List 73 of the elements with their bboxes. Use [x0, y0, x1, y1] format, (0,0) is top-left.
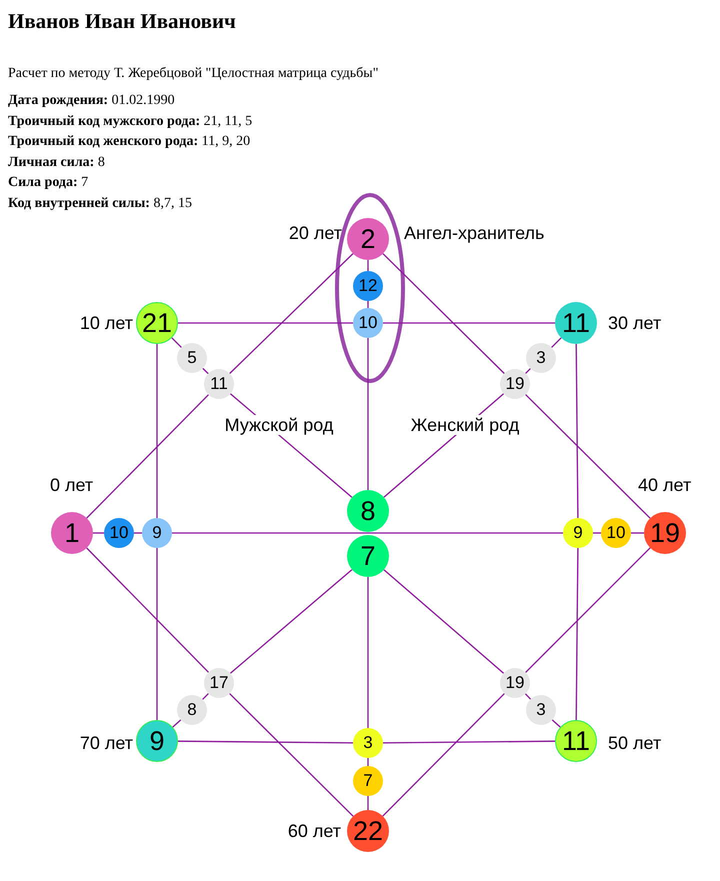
number-circle: 22: [347, 810, 389, 852]
connector-line: [229, 693, 354, 817]
age-label: 10 лет: [80, 313, 133, 333]
connector-line: [178, 740, 353, 744]
age-label: 20 лет: [288, 223, 342, 243]
number-circle: 7: [347, 535, 389, 577]
info-line: Троичный код мужского рода: 21, 11, 5: [8, 114, 252, 130]
connector-line: [383, 740, 555, 744]
connector-line: [172, 532, 563, 534]
lineage-label: Женский род: [408, 415, 522, 435]
number-circle: 9: [136, 720, 178, 762]
age-label: 60 лет: [288, 821, 341, 841]
connector-line: [172, 719, 182, 728]
connector-line: [631, 532, 644, 534]
number-circle: 3: [526, 695, 556, 725]
number-circle: 19: [644, 512, 686, 554]
age-label: 70 лет: [80, 733, 133, 753]
connector-line: [86, 394, 209, 519]
number-circle: 2: [347, 218, 389, 260]
number-circle: 8: [177, 695, 207, 725]
connector-line: [552, 719, 561, 728]
connector-line: [367, 260, 369, 271]
connector-line: [551, 337, 562, 348]
connector-line: [382, 693, 505, 817]
info-line: Личная сила: 8: [8, 155, 105, 171]
number-circle: 10: [353, 308, 383, 338]
connector-line: [576, 344, 579, 518]
subtitle-text: Расчет по методу Т. Жеребцовой "Целостная матрица судьбы": [8, 66, 378, 82]
connector-line: [230, 569, 352, 674]
connector-line: [367, 338, 369, 490]
number-circle: 19: [500, 369, 530, 399]
number-circle: 1: [51, 512, 93, 554]
connector-line: [367, 577, 369, 728]
connector-line: [156, 344, 158, 518]
connector-line: [525, 394, 651, 519]
age-label: 0 лет: [50, 475, 94, 495]
number-circle: 9: [142, 518, 172, 548]
number-circle: 11: [204, 369, 234, 399]
connector-line: [86, 548, 209, 673]
number-circle: 11: [555, 302, 597, 344]
connector-line: [383, 322, 555, 324]
position-label: Ангел-хранитель: [404, 223, 544, 243]
number-circle: 3: [526, 343, 556, 373]
age-label: 40 лет: [638, 475, 692, 495]
number-circle: 7: [353, 766, 383, 796]
number-circle: 9: [563, 518, 593, 548]
connector-line: [178, 322, 353, 324]
connector-line: [367, 796, 369, 810]
connector-line: [382, 253, 505, 374]
number-circle: 12: [353, 271, 383, 301]
number-circle: 10: [601, 518, 631, 548]
connector-line: [93, 532, 104, 534]
age-label: 30 лет: [608, 313, 662, 333]
number-circle: 8: [347, 490, 389, 532]
number-circle: 10: [104, 518, 134, 548]
connector-line: [156, 548, 158, 720]
number-circle: 19: [500, 668, 530, 698]
age-label: 50 лет: [608, 733, 662, 753]
page-title: Иванов Иван Иванович: [8, 8, 236, 34]
number-circle: 11: [555, 720, 597, 762]
connector-line: [171, 337, 182, 348]
number-circle: 5: [177, 343, 207, 373]
connector-line: [576, 548, 579, 720]
info-line: Троичный код женского рода: 11, 9, 20: [8, 134, 250, 150]
connector-line: [525, 547, 651, 673]
number-circle: 21: [136, 302, 178, 344]
info-line: Дата рождения: 01.02.1990: [8, 93, 175, 109]
number-circle: 17: [204, 668, 234, 698]
number-circle: 3: [353, 728, 383, 758]
info-line: Код внутренней силы: 8,7, 15: [8, 196, 192, 212]
info-line: Сила рода: 7: [8, 175, 88, 191]
connector-line: [383, 569, 504, 674]
connector-line: [229, 253, 354, 374]
